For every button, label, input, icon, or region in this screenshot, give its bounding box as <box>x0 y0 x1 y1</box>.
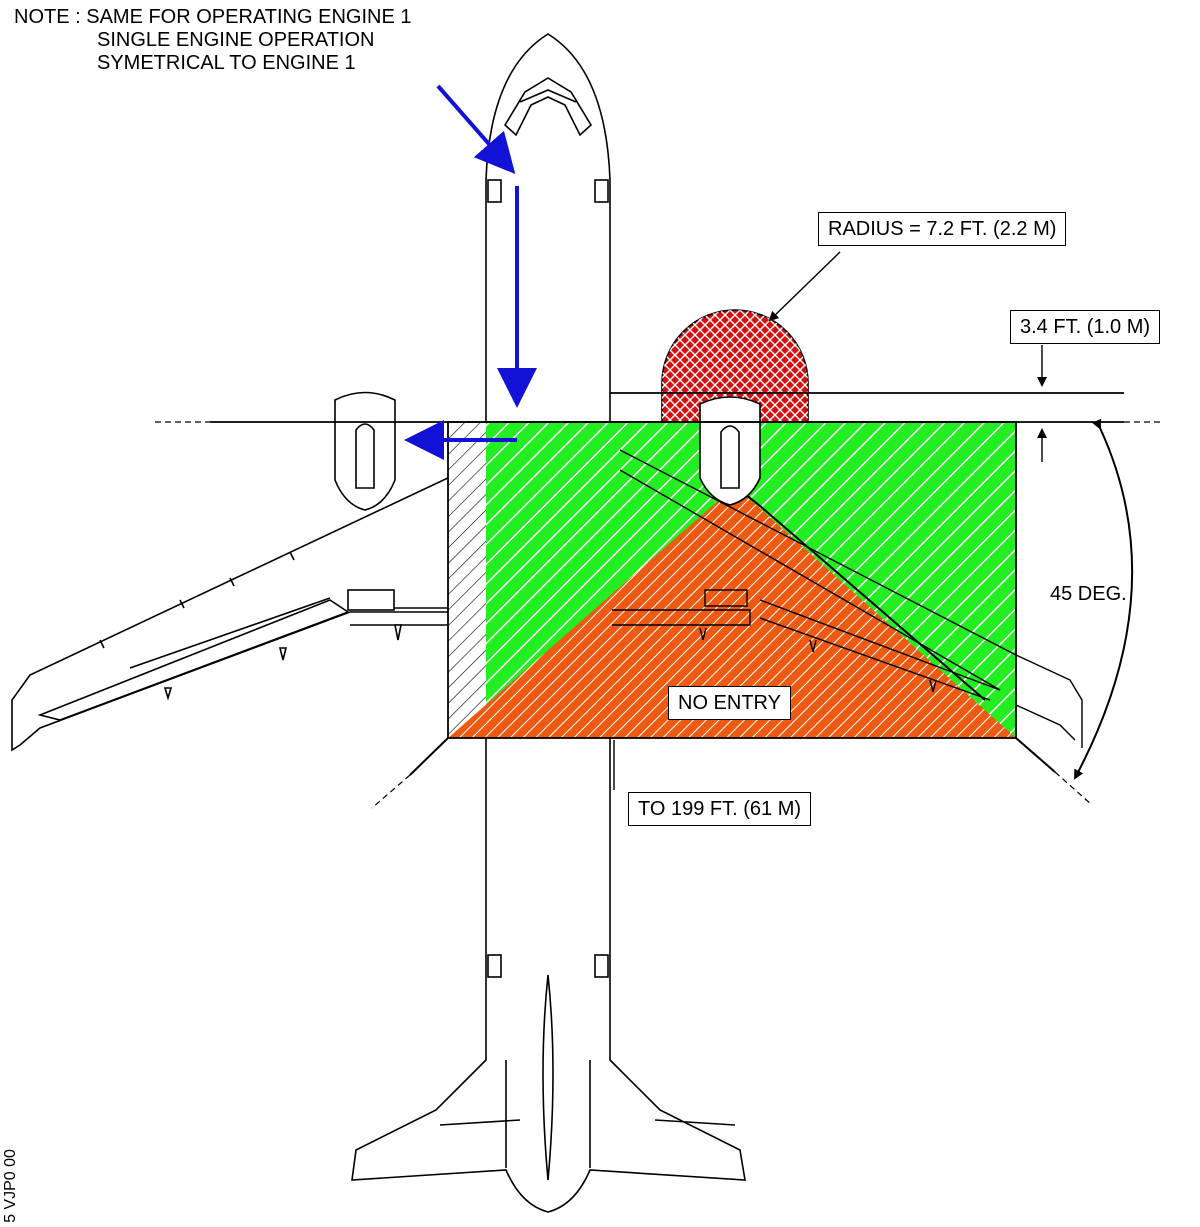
distance-callout: TO 199 FT. (61 M) <box>628 792 812 826</box>
note-line-1: NOTE : SAME FOR OPERATING ENGINE 1 <box>14 6 412 28</box>
reference-lines <box>155 392 1160 809</box>
offset-callout: 3.4 FT. (1.0 M) <box>1010 310 1161 344</box>
callout-leaders <box>613 251 841 790</box>
radius-callout: RADIUS = 7.2 FT. (2.2 M) <box>818 212 1067 246</box>
right-engine <box>699 396 761 506</box>
left-wing <box>11 458 487 752</box>
airflow-arrows <box>404 84 537 460</box>
note-line-2: SINGLE ENGINE OPERATION <box>97 29 375 51</box>
no-entry-callout: NO ENTRY <box>668 686 791 720</box>
no-entry-zone <box>448 486 1016 738</box>
transition-zone <box>448 422 486 738</box>
document-reference: 5 VJP0 00 <box>1 1149 19 1223</box>
left-engine <box>334 391 396 511</box>
angle-arc <box>1074 418 1134 780</box>
angle-label: 45 DEG. <box>1050 583 1127 605</box>
note-text: NOTE : SAME FOR OPERATING ENGINE 1 SINGL… <box>14 6 411 75</box>
intake-hazard-zone <box>661 309 809 423</box>
note-line-3: SYMETRICAL TO ENGINE 1 <box>97 52 356 74</box>
